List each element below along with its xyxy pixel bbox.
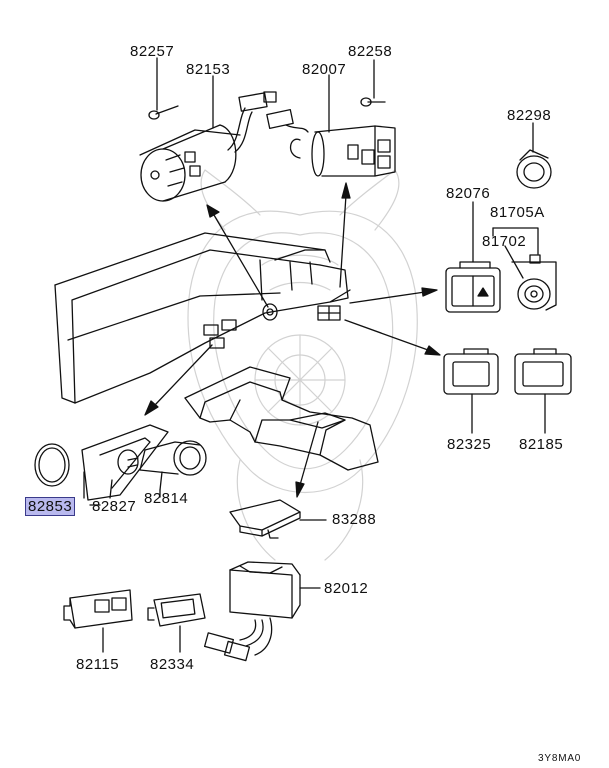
label-83288: 83288 [332,511,377,528]
box-82012 [203,561,321,662]
label-82298: 82298 [507,107,552,124]
arrow-to-82007 [339,182,351,288]
ring-82853 [34,443,70,487]
label-82325: 82325 [447,436,492,453]
bracket-82827 [81,424,169,501]
label-82076: 82076 [446,185,491,202]
cover-83288 [229,499,327,539]
label-81702: 81702 [482,233,527,250]
label-82185: 82185 [519,436,564,453]
arrow-to-82827 [144,344,213,416]
center-console [184,366,379,471]
label-81705A: 81705A [490,204,545,221]
arrow-to-82325 [344,319,441,356]
label-82853-highlighted[interactable]: 82853 [25,497,76,516]
knob-81702 [492,227,557,311]
switch-82325 [443,348,499,434]
label-82012: 82012 [324,580,369,597]
leader-lines [83,57,534,506]
arrow-to-82076 [349,287,438,304]
lighter-82814 [127,440,207,491]
switch-82185 [514,348,572,434]
arrow-to-82153 [206,204,269,308]
dashboard-outline [54,232,351,404]
diagram-code: 3Y8MA0 [538,753,582,764]
label-82115: 82115 [76,656,120,673]
switch-82115 [63,589,133,653]
label-82007: 82007 [302,61,347,78]
label-82814: 82814 [144,490,189,507]
label-82153: 82153 [186,61,231,78]
switch-82153 [139,91,309,202]
switch-82076 [445,261,501,313]
label-82334: 82334 [150,656,195,673]
plug-82298 [516,149,552,189]
label-82258: 82258 [348,43,393,60]
label-82827: 82827 [92,498,137,515]
switch-82007 [289,97,396,177]
switch-82334 [147,593,206,653]
arrow-to-83288 [295,421,319,498]
label-82257: 82257 [130,43,175,60]
